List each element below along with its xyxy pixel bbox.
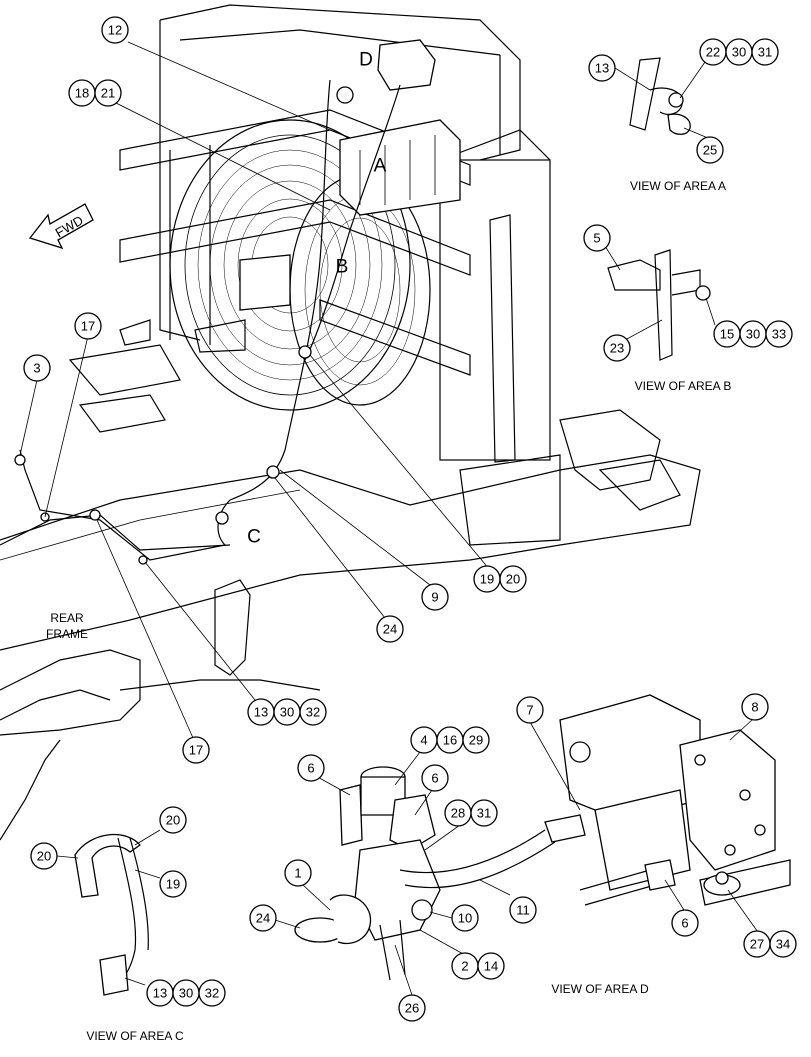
svg-text:30: 30	[732, 45, 746, 60]
area-letter-c: C	[247, 527, 261, 548]
leader-lines	[19, 41, 761, 996]
callout-20-area-c-top: 20	[159, 806, 187, 834]
svg-text:19: 19	[166, 877, 180, 892]
svg-text:13: 13	[153, 986, 167, 1001]
rear-frame-label-line1: REAR	[50, 611, 84, 625]
svg-text:17: 17	[81, 319, 95, 334]
svg-text:21: 21	[101, 86, 115, 101]
svg-text:25: 25	[703, 143, 717, 158]
callout-13-30-32-main: 13 30 32	[247, 698, 327, 726]
svg-text:13: 13	[595, 61, 609, 76]
callout-19-area-c: 19	[159, 870, 187, 898]
svg-text:30: 30	[179, 986, 193, 1001]
svg-text:23: 23	[610, 341, 624, 356]
svg-text:13: 13	[254, 705, 268, 720]
callout-8: 8	[741, 693, 769, 721]
svg-text:3: 3	[33, 361, 40, 376]
svg-text:31: 31	[758, 45, 772, 60]
svg-text:18: 18	[75, 86, 89, 101]
view-area-d-caption: VIEW OF AREA D	[551, 982, 649, 996]
svg-text:20: 20	[166, 813, 180, 828]
svg-text:17: 17	[189, 743, 203, 758]
svg-text:19: 19	[480, 572, 494, 587]
svg-text:22: 22	[706, 45, 720, 60]
view-area-a-detail	[629, 57, 691, 135]
callout-3: 3	[23, 354, 51, 382]
rear-frame-label-line2: FRAME	[46, 627, 88, 641]
svg-text:24: 24	[383, 622, 397, 637]
svg-text:33: 33	[772, 327, 786, 342]
svg-text:4: 4	[420, 733, 427, 748]
callout-11: 11	[509, 896, 537, 924]
area-letter-a: A	[374, 156, 387, 177]
callout-7: 7	[516, 696, 544, 724]
callout-6-mid: 6	[421, 764, 449, 792]
callout-17-bottom: 17	[182, 736, 210, 764]
svg-text:32: 32	[306, 705, 320, 720]
svg-text:16: 16	[443, 733, 457, 748]
svg-text:15: 15	[720, 327, 734, 342]
svg-text:6: 6	[681, 916, 688, 931]
area-letter-b: B	[336, 257, 349, 278]
svg-text:26: 26	[405, 1001, 419, 1016]
callout-24-main: 24	[376, 615, 404, 643]
callout-28-31: 28 31	[444, 799, 498, 827]
callout-22-30-31: 22 30 31	[699, 38, 779, 66]
callout-23: 23	[603, 334, 631, 362]
svg-text:1: 1	[294, 866, 301, 881]
callout-12: 12	[101, 16, 129, 44]
callout-13-area-a: 13	[588, 54, 616, 82]
svg-text:29: 29	[469, 733, 483, 748]
callout-2-14: 2 14	[451, 952, 505, 980]
view-area-a-caption: VIEW OF AREA A	[630, 179, 726, 193]
svg-text:30: 30	[280, 705, 294, 720]
callout-17-top: 17	[74, 312, 102, 340]
svg-text:6: 6	[431, 771, 438, 786]
view-area-d-detail	[294, 694, 791, 981]
view-area-b-detail	[607, 249, 711, 361]
svg-text:8: 8	[751, 700, 758, 715]
callout-9: 9	[421, 583, 449, 611]
callout-5: 5	[583, 224, 611, 252]
svg-text:20: 20	[37, 849, 51, 864]
callout-10: 10	[451, 904, 479, 932]
svg-text:30: 30	[746, 327, 760, 342]
callout-20-area-c-left: 20	[30, 842, 58, 870]
svg-text:34: 34	[776, 937, 790, 952]
callout-1: 1	[284, 859, 312, 887]
main-assembly-drawing: FWD	[0, 4, 701, 841]
callout-18-21: 18 21	[68, 79, 122, 107]
svg-text:9: 9	[431, 590, 438, 605]
svg-text:7: 7	[526, 703, 533, 718]
svg-text:31: 31	[477, 806, 491, 821]
view-area-b-caption: VIEW OF AREA B	[635, 379, 732, 393]
svg-text:20: 20	[506, 572, 520, 587]
svg-text:27: 27	[750, 937, 764, 952]
svg-text:14: 14	[484, 959, 498, 974]
callout-4-16-29: 4 16 29	[410, 726, 490, 754]
callout-24-area-d: 24	[249, 904, 277, 932]
view-area-c-caption: VIEW OF AREA C	[86, 1029, 184, 1043]
callout-25: 25	[696, 136, 724, 164]
svg-text:11: 11	[516, 903, 530, 918]
svg-text:2: 2	[461, 959, 468, 974]
callout-19-20-main: 19 20	[473, 565, 527, 593]
svg-text:24: 24	[256, 911, 270, 926]
svg-text:12: 12	[108, 23, 122, 38]
callout-27-34: 27 34	[743, 930, 797, 958]
svg-text:5: 5	[593, 231, 600, 246]
svg-text:6: 6	[307, 761, 314, 776]
svg-text:10: 10	[458, 911, 472, 926]
view-area-c-detail	[74, 833, 149, 996]
svg-text:28: 28	[451, 806, 465, 821]
callout-13-30-32-area-c: 13 30 32	[146, 979, 226, 1007]
svg-text:32: 32	[205, 986, 219, 1001]
callout-6-right: 6	[671, 909, 699, 937]
callout-15-30-33: 15 30 33	[713, 320, 793, 348]
area-letter-d: D	[359, 50, 373, 71]
callout-26: 26	[398, 994, 426, 1022]
callout-6-left: 6	[297, 754, 325, 782]
fwd-arrow-icon	[28, 203, 94, 250]
